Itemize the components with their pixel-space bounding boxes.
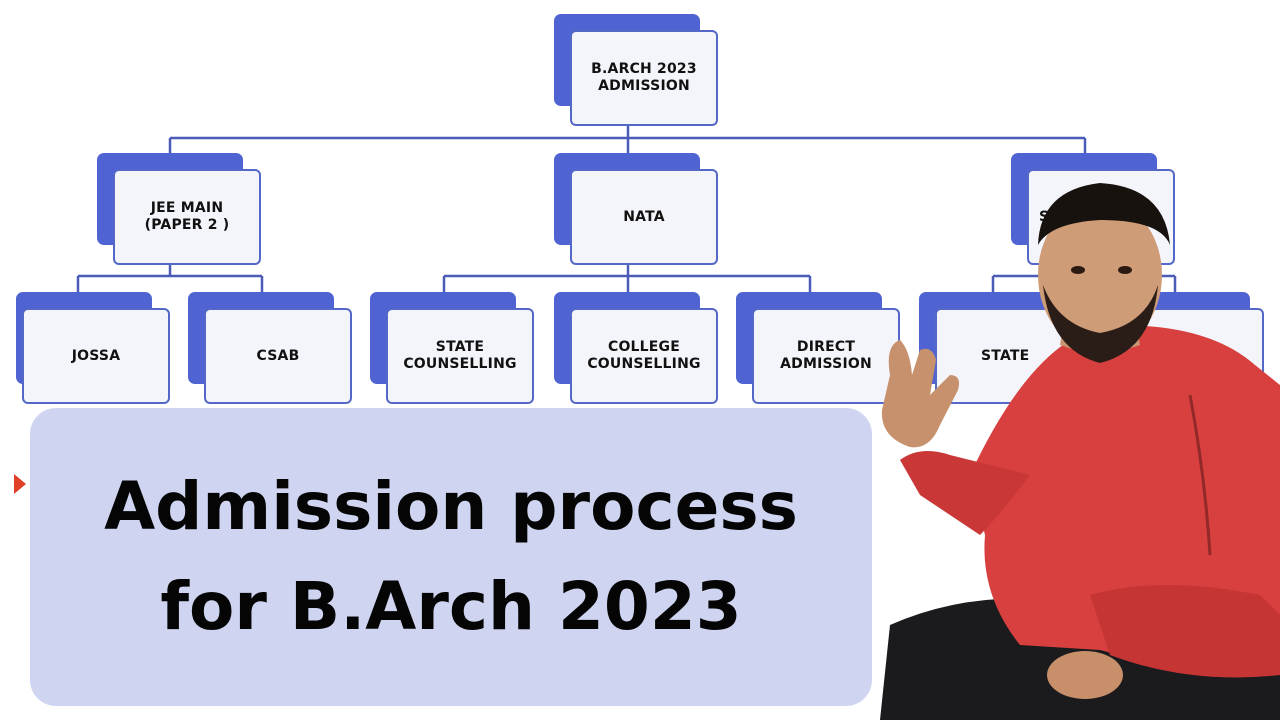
node-root-label: B.ARCH 2023 ADMISSION (591, 61, 697, 94)
node-jee-main-label: JEE MAIN (PAPER 2 ) (144, 200, 230, 233)
node-direct-admission-label: DIRECT ADMISSION (780, 339, 872, 372)
node-state-counselling-label: STATE COUNSELLING (403, 339, 517, 372)
title-line-1: Admission process (104, 468, 798, 545)
red-arrow-mark (14, 474, 26, 494)
title-banner: Admission process for B.Arch 2023 (30, 408, 872, 706)
node-nata-label: NATA (623, 208, 665, 225)
node-csab-label: CSAB (256, 347, 300, 364)
node-jossa-label: JOSSA (71, 347, 121, 364)
node-state-label: STATE (981, 347, 1030, 364)
node-college-counselling-label: COLLEGE COUNSELLING (587, 339, 701, 372)
presenter-photo (880, 183, 1280, 720)
title-line-2: for B.Arch 2023 (160, 568, 742, 645)
